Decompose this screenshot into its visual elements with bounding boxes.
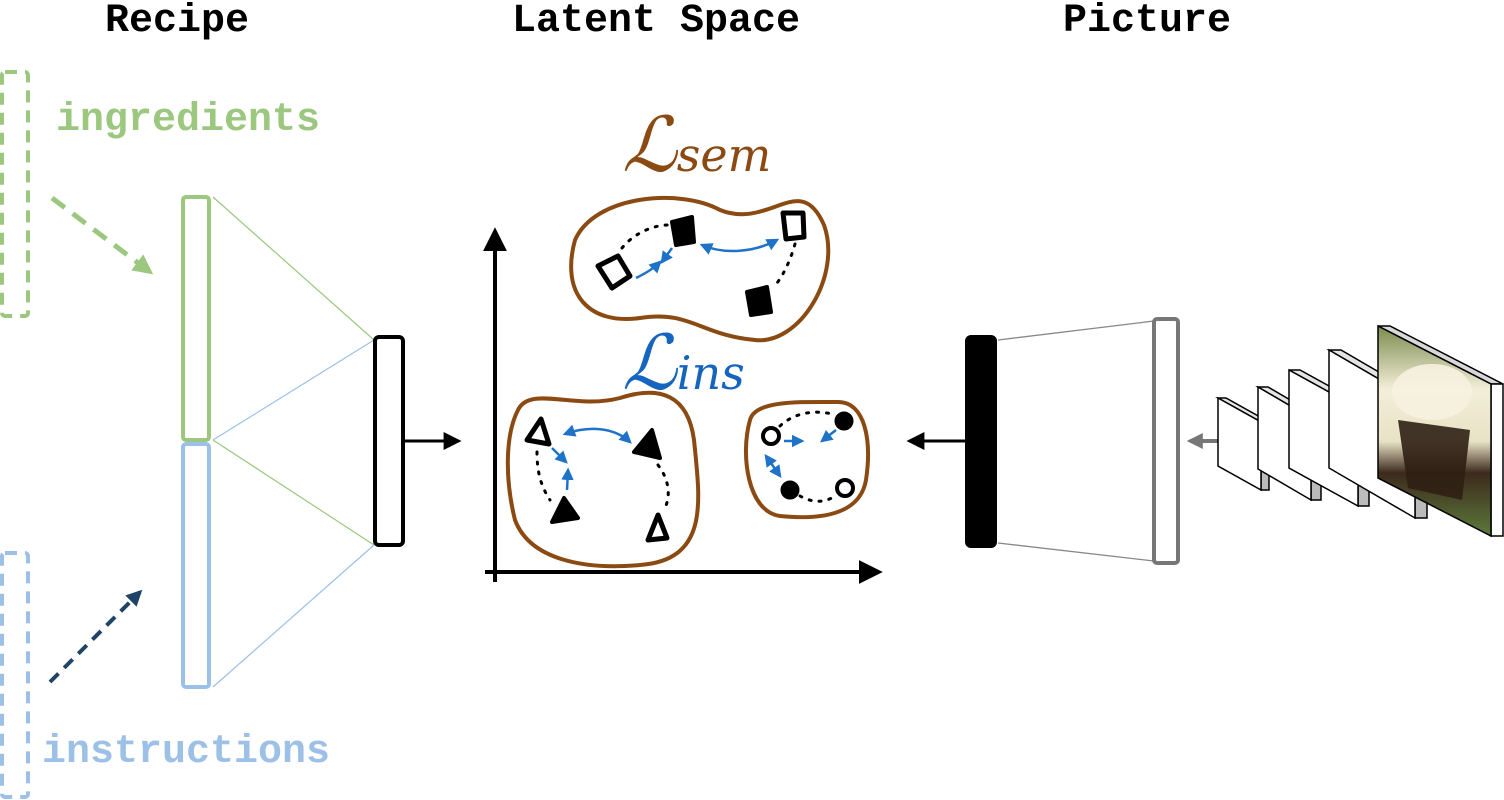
- instructions-arrow: [48, 589, 143, 684]
- circle-hollow-2: [835, 478, 855, 498]
- square-cluster: [569, 195, 831, 343]
- recipe-fusion-lines: [212, 196, 375, 688]
- triangle-hollow-2: [645, 512, 670, 543]
- picture-header: Picture: [1063, 0, 1232, 44]
- instructions-embedding-block: [181, 442, 211, 689]
- recipe-header: Recipe: [105, 0, 250, 44]
- triangle-filled-1: [632, 428, 662, 460]
- image-fusion-line-top: [997, 320, 1155, 341]
- triangle-cluster: [505, 390, 701, 569]
- circle-cluster: [743, 399, 870, 520]
- instance-loss-label: ℒins: [622, 318, 745, 407]
- image-feature-block: [1152, 317, 1180, 565]
- square-filled-1: [670, 215, 696, 247]
- square-hollow-1: [595, 253, 633, 291]
- square-filled-2: [745, 285, 773, 317]
- circle-filled-2: [780, 480, 800, 500]
- ingredients-label: ingredients: [56, 98, 321, 143]
- image-fusion-line-bottom: [997, 542, 1155, 562]
- cupcake-photo: [1377, 324, 1504, 538]
- triangle-hollow-1: [524, 416, 552, 447]
- square-hollow-2: [780, 210, 807, 242]
- ingredients-bracket: [0, 70, 30, 318]
- semantic-loss-label: ℒsem: [622, 100, 772, 189]
- instructions-bracket: [0, 551, 30, 799]
- circle-filled-1: [834, 411, 854, 431]
- triangle-filled-2: [550, 496, 580, 524]
- latent-space-header: Latent Space: [512, 0, 801, 44]
- recipe-embedding-vector: [373, 335, 405, 547]
- ingredients-arrow: [50, 196, 154, 275]
- ingredients-embedding-block: [181, 195, 211, 442]
- image-embedding-vector: [965, 335, 997, 548]
- cnn-layers: [1215, 324, 1504, 538]
- circle-hollow-1: [761, 426, 781, 446]
- instructions-label: instructions: [42, 730, 331, 775]
- cnn-layer-1: [1215, 396, 1272, 492]
